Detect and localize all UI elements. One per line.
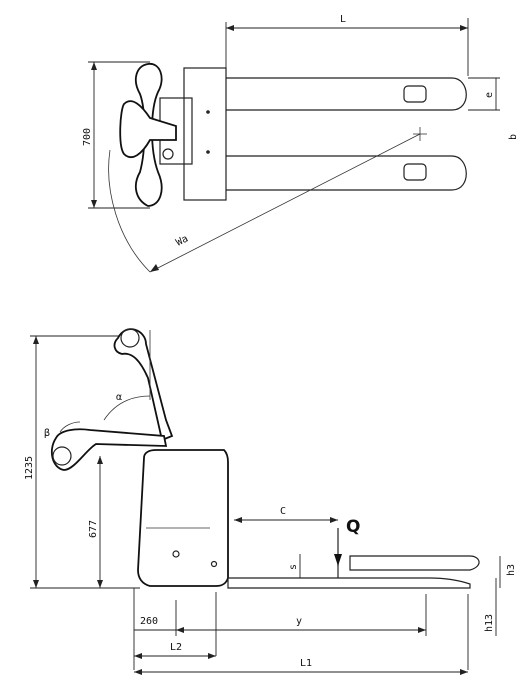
dim-1235-label: 1235 xyxy=(24,456,35,480)
dim-y-label: y xyxy=(296,616,302,627)
dim-s-label: s xyxy=(288,564,299,570)
tiller-head-upright xyxy=(120,328,140,348)
dim-y-arrow-right xyxy=(418,627,426,633)
dim-677-arrow-top xyxy=(97,456,103,464)
dim-700-label: 700 xyxy=(82,128,93,146)
dim-677-label: 677 xyxy=(88,520,99,538)
dim-Wa-arrow xyxy=(150,264,159,272)
dim-C-label: C xyxy=(280,506,286,517)
dim-h13-label: h13 xyxy=(484,614,495,632)
fork-lower xyxy=(226,155,467,191)
dim-L1-arrow-left xyxy=(134,669,142,675)
dim-Q-label: Q xyxy=(346,517,360,537)
dim-beta-label: β xyxy=(44,428,50,439)
dim-L1-arrow-right xyxy=(460,669,468,675)
fork-raised-outline xyxy=(349,555,480,571)
dim-Wa-line xyxy=(149,133,421,273)
angle-beta-arc xyxy=(59,421,81,433)
screw-top xyxy=(206,110,210,114)
dim-L2-label: L2 xyxy=(170,642,182,653)
tiller-arm-upright xyxy=(113,328,174,442)
fork-side xyxy=(227,577,471,589)
dim-Wa-label: Wa xyxy=(174,233,190,248)
drive-wheel-hub xyxy=(172,550,180,558)
dim-L1-label: L1 xyxy=(300,658,312,669)
stabilizer-hub xyxy=(210,560,218,568)
load-roller-upper xyxy=(403,85,427,103)
fork-upper xyxy=(226,77,467,111)
tiller-knob xyxy=(162,148,174,160)
dim-h3-label: h3 xyxy=(506,564,517,576)
dim-L-arrow-right xyxy=(460,25,468,31)
dim-e-label: e xyxy=(484,92,495,98)
dim-677-arrow-bottom xyxy=(97,580,103,588)
turning-arc xyxy=(108,149,151,273)
tiller-head-lowered xyxy=(52,446,72,466)
dim-1235-arrow-top xyxy=(33,336,39,344)
dim-L-arrow-left xyxy=(226,25,234,31)
dim-1235-arrow-bottom xyxy=(33,580,39,588)
load-arrow-head xyxy=(334,554,342,566)
dim-700-arrow-bottom xyxy=(91,200,97,208)
dim-alpha-label: α xyxy=(116,392,122,403)
angle-alpha-arc xyxy=(103,395,151,421)
top-view: L 700 e b Wa xyxy=(82,14,518,273)
dim-C-arrow-right xyxy=(330,517,338,523)
dim-L-label: L xyxy=(340,14,346,25)
screw-bottom xyxy=(206,150,210,154)
dim-260-label: 260 xyxy=(140,616,158,627)
dim-y-arrow-left xyxy=(176,627,184,633)
truck-body-side xyxy=(137,449,229,587)
dim-L2-arrow-right xyxy=(208,653,216,659)
dim-b-label: b xyxy=(508,134,518,140)
tiller-grip-top xyxy=(119,100,177,159)
dim-L2-arrow-left xyxy=(134,653,142,659)
chassis-top-outline xyxy=(183,67,227,201)
dim-C-arrow-left xyxy=(234,517,242,523)
side-view: 1235 677 α β C Q xyxy=(24,328,517,675)
load-roller-lower xyxy=(403,163,427,181)
dim-700-arrow-top xyxy=(91,62,97,70)
